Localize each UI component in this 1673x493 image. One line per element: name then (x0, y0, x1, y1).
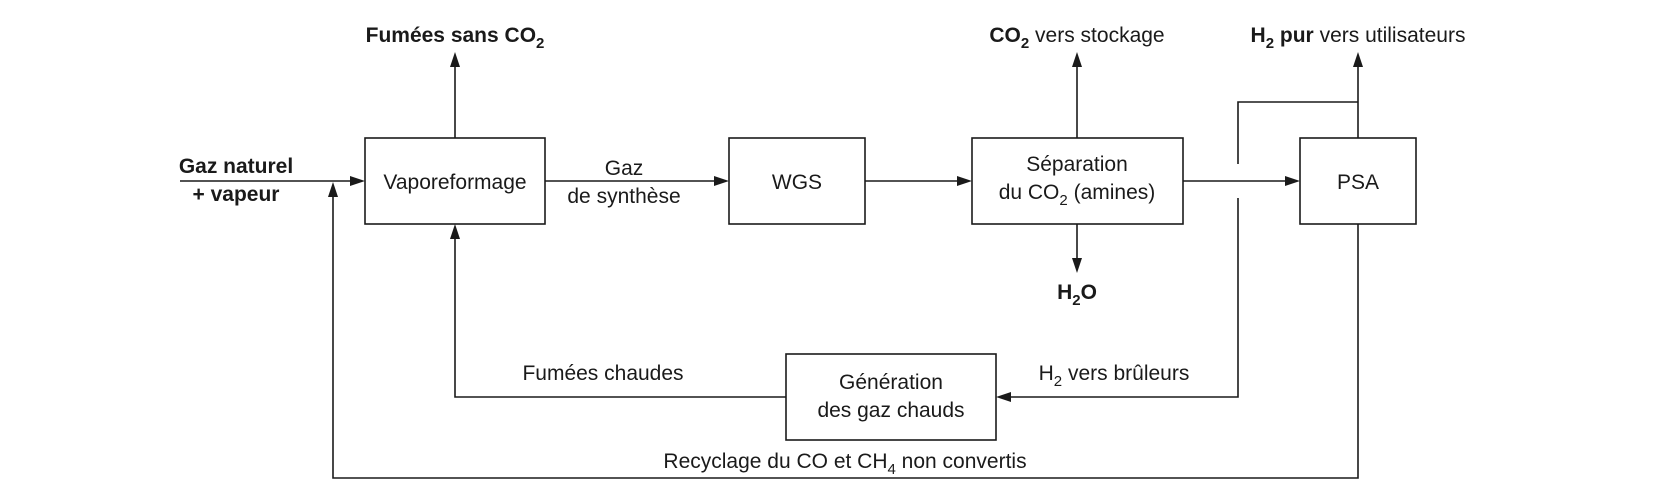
separation-to-psa-arrow (1183, 176, 1300, 186)
h2-pure-label: H2 pur vers utilisateurs (1251, 24, 1466, 52)
co2-storage-arrow (1072, 52, 1082, 138)
wgs-label: WGS (772, 171, 822, 194)
syngas-label-line2: de synthèse (567, 185, 680, 208)
recycle-arrow (328, 182, 1359, 479)
separation-label-line1: Séparation (1026, 153, 1128, 176)
hot-fumes-label: Fumées chaudes (522, 362, 683, 385)
syngas-label-line1: Gaz (605, 157, 644, 180)
wgs-box: WGS (728, 137, 866, 225)
recycle-label: Recyclage du CO et CH4 non convertis (663, 450, 1026, 478)
psa-box: PSA (1299, 137, 1417, 225)
wgs-to-separation-arrow (865, 176, 972, 186)
fumes-no-co2-arrow (450, 52, 460, 138)
h2-burners-label: H2 vers brûleurs (1039, 362, 1190, 390)
feed-label-line2: + vapeur (193, 183, 280, 206)
h2-burners-line (996, 101, 1358, 402)
co2-separation-box: Séparation du CO2 (amines) (971, 137, 1184, 225)
syngas-arrow (545, 176, 729, 186)
fumes-no-co2-label: Fumées sans CO2 (366, 24, 545, 52)
water-label: H2O (1057, 281, 1097, 309)
psa-label: PSA (1337, 171, 1379, 194)
h2-pure-arrow (1353, 52, 1363, 138)
generation-label-line2: des gaz chauds (817, 399, 964, 422)
hot-gas-generation-box: Génération des gaz chauds (785, 353, 997, 441)
hot-fumes-arrow (450, 224, 786, 398)
generation-label-line1: Génération (839, 371, 943, 394)
vaporeformage-label: Vaporeformage (383, 171, 526, 194)
feed-label-line1: Gaz naturel (179, 155, 293, 178)
separation-label-line2: du CO2 (amines) (999, 181, 1156, 209)
feed-inlet-arrow (180, 176, 365, 186)
co2-storage-label: CO2 vers stockage (989, 24, 1164, 52)
water-arrow (1072, 224, 1082, 273)
vaporeformage-box: Vaporeformage (364, 137, 546, 225)
